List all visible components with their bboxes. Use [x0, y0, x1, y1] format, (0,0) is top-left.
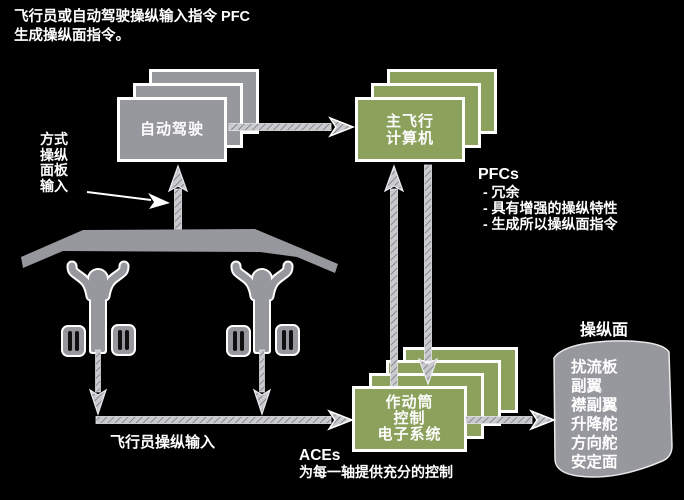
autopilot-box: 自动驾驶: [117, 97, 227, 162]
arrow-glareshield-to-autopilot: [167, 164, 189, 230]
arrow-yoke-left-down: [88, 349, 108, 416]
aces-note-title: ACEs: [299, 447, 341, 464]
control-surface-item5: 方向舵: [571, 435, 618, 452]
mode-panel-line3: 面板: [40, 162, 68, 178]
rudder-pedals-left: [61, 324, 136, 357]
arrow-modepanel-pointer: [86, 191, 170, 209]
intro-line1: 飞行员或自动驾驶操纵输入指令 PFC: [14, 9, 251, 25]
mode-panel-line1: 方式: [40, 131, 68, 147]
pfcs-note-bullet1: - 冗余: [483, 184, 520, 200]
intro-text: 飞行员或自动驾驶操纵输入指令 PFC 生成操纵面指令。: [14, 8, 250, 46]
arrow-pilot-input-to-ace: [95, 409, 355, 431]
pfc-box: 主飞行 计算机: [355, 97, 465, 162]
control-surface-item2: 副翼: [571, 378, 603, 395]
ace-box: 作动筒 控制 电子系统: [352, 386, 467, 452]
control-surface-item3: 襟副翼: [571, 397, 618, 414]
ace-label-line1: 作动筒: [385, 394, 434, 411]
control-surface-item6: 安定面: [571, 454, 618, 471]
pfcs-note: PFCs - 冗余 - 具有增强的操纵特性 - 生成所以操纵面指令: [478, 166, 618, 232]
pfc-label-line2: 计算机: [385, 129, 434, 147]
pfcs-note-title: PFCs: [478, 166, 519, 183]
aces-note-desc: 为每一轴提供充分的控制: [299, 464, 453, 480]
arrow-ace-to-pfc: [383, 164, 405, 387]
glareshield-shape: [21, 229, 338, 273]
pilot-yoke-left: [61, 260, 136, 357]
ace-label-line2: 控制: [393, 410, 426, 427]
arrow-yoke-right-down: [252, 349, 272, 416]
autopilot-label: 自动驾驶: [139, 121, 204, 138]
mode-panel-line2: 操纵: [40, 146, 68, 163]
mode-panel-label: 方式 操纵 面板 输入: [40, 131, 68, 194]
ace-label-line3: 电子系统: [377, 426, 442, 443]
pfcs-note-bullet3: - 生成所以操纵面指令: [483, 216, 618, 232]
control-surface-item4: 升降舵: [571, 416, 618, 433]
rudder-pedals-right: [226, 324, 300, 357]
control-surface-title: 操纵面: [580, 322, 629, 339]
pfc-label-line1: 主飞行: [385, 112, 434, 130]
pilot-yoke-right: [226, 260, 300, 357]
control-surface-item1: 扰流板: [571, 359, 618, 376]
aces-note: ACEs 为每一轴提供充分的控制: [299, 447, 453, 480]
control-surface-list: 扰流板 副翼 襟副翼 升降舵 方向舵 安定面: [571, 358, 618, 472]
pilot-input-label: 飞行员操纵输入: [110, 434, 216, 451]
mode-panel-line4: 输入: [40, 177, 68, 194]
intro-line2: 生成操纵面指令。: [14, 28, 130, 44]
pfcs-note-bullet2: - 具有增强的操纵特性: [483, 200, 618, 216]
